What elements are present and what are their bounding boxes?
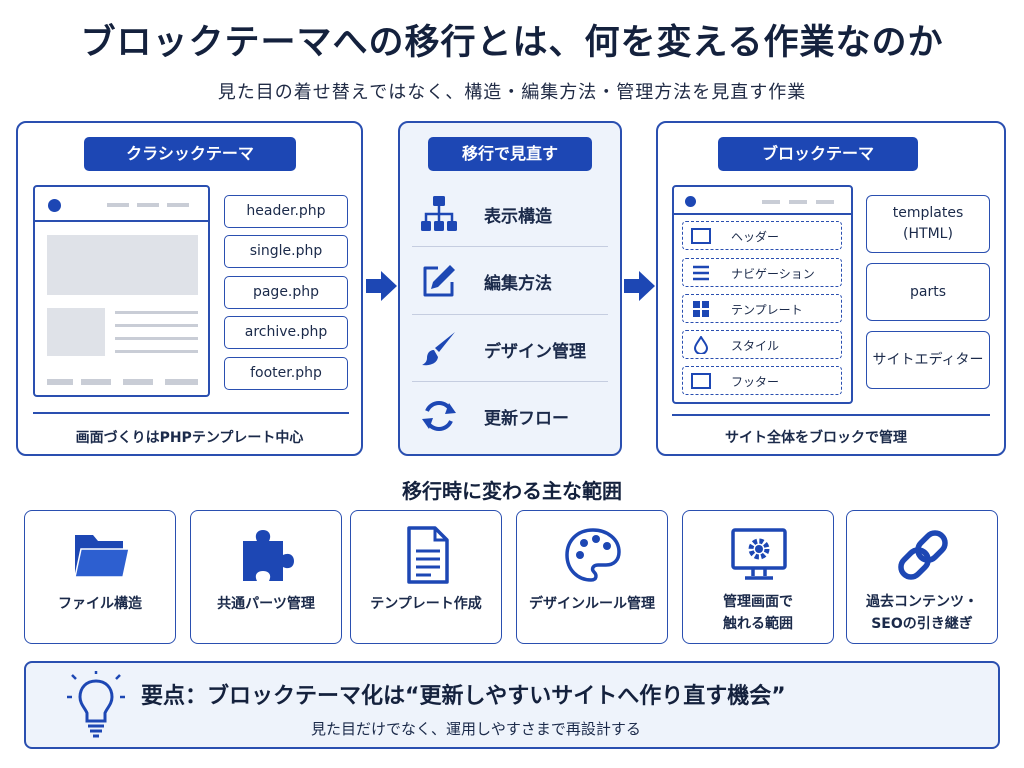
- scope-card-common-parts: 共通パーツ管理: [190, 510, 342, 644]
- edit-icon: [423, 265, 455, 297]
- file-archive-php: archive.php: [224, 316, 348, 349]
- wireframe-nav-bars: [762, 200, 840, 204]
- wireframe-nav-bars: [107, 203, 197, 207]
- scope-card-label: 管理画面で 触れる範囲: [723, 594, 793, 632]
- scope-card-label: テンプレート作成: [370, 596, 482, 612]
- block-side-templates: templates (HTML): [866, 195, 990, 253]
- classic-divider: [33, 412, 349, 414]
- scope-card-label: 共通パーツ管理: [217, 596, 315, 612]
- droplet-icon: [693, 336, 709, 354]
- link-icon: [898, 530, 948, 580]
- wireframe-divider: [35, 220, 208, 222]
- block-side-site-editor: サイトエディター: [866, 331, 990, 389]
- file-page-php: page.php: [224, 276, 348, 309]
- folder-icon: [74, 535, 130, 578]
- migration-item-label: 表示構造: [484, 207, 552, 227]
- migration-item-update-flow: 更新フロー: [412, 382, 608, 448]
- block-item-label: ナビゲーション: [731, 267, 815, 281]
- refresh-icon: [422, 401, 456, 431]
- scope-heading: 移行時に変わる主な範囲: [402, 479, 622, 503]
- block-item-template: テンプレート: [682, 294, 842, 323]
- puzzle-icon: [243, 530, 294, 581]
- grid-icon: [693, 301, 709, 317]
- classic-caption: 画面づくりはPHPテンプレート中心: [75, 430, 304, 446]
- block-caption: サイト全体をブロックで管理: [725, 430, 907, 446]
- migration-panel: [398, 121, 622, 456]
- migration-row-divider: [412, 381, 608, 382]
- file-footer-php: footer.php: [224, 357, 348, 390]
- migration-item-design: デザイン管理: [412, 315, 608, 381]
- sitemap-icon: [421, 196, 457, 231]
- scope-card-legacy-content-seo: 過去コンテンツ・ SEOの引き継ぎ: [846, 510, 998, 644]
- wireframe-divider: [674, 213, 851, 215]
- scope-card-file-structure: ファイル構造: [24, 510, 176, 644]
- wireframe-image-block: [47, 308, 105, 356]
- block-item-navigation: ナビゲーション: [682, 258, 842, 287]
- rectangle-icon: [691, 228, 711, 244]
- wireframe-dot-icon: [685, 196, 696, 207]
- scope-card-template-creation: テンプレート作成: [350, 510, 502, 644]
- migration-row-divider: [412, 314, 608, 315]
- summary-main-text: 要点：ブロックテーマ化は“更新しやすいサイトへ作り直す機会”: [141, 684, 786, 709]
- block-item-header: ヘッダー: [682, 221, 842, 250]
- page-subtitle: 見た目の着せ替えではなく、構造・編集方法・管理方法を見直す作業: [217, 82, 807, 103]
- page-title: ブロックテーマへの移行とは、何を変える作業なのか: [80, 23, 944, 63]
- scope-card-admin-screens: 管理画面で 触れる範囲: [682, 510, 834, 644]
- scope-card-label: 過去コンテンツ・ SEOの引き継ぎ: [866, 594, 978, 632]
- document-icon: [407, 526, 449, 584]
- block-theme-heading: ブロックテーマ: [718, 137, 918, 171]
- summary-sub-text: 見た目だけでなく、運用しやすさまで再設計する: [311, 720, 641, 738]
- file-header-php: header.php: [224, 195, 348, 228]
- block-item-label: ヘッダー: [731, 230, 780, 244]
- block-item-footer: フッター: [682, 366, 842, 395]
- scope-card-label: デザインルール管理: [529, 596, 655, 612]
- summary-box: 要点：ブロックテーマ化は“更新しやすいサイトへ作り直す機会” 見た目だけでなく、…: [24, 661, 1000, 749]
- palette-icon: [565, 528, 621, 582]
- wireframe-hero-block: [47, 235, 198, 295]
- menu-lines-icon: [693, 265, 709, 281]
- scope-card-label: ファイル構造: [58, 596, 142, 612]
- classic-page-wireframe: [33, 185, 210, 397]
- lightbulb-icon: [67, 671, 125, 738]
- paintbrush-icon: [422, 332, 455, 366]
- wireframe-footer-bars: [47, 379, 198, 385]
- block-item-label: テンプレート: [731, 303, 803, 317]
- wireframe-text-lines: [115, 311, 198, 353]
- migration-heading: 移行で見直す: [428, 137, 592, 171]
- block-side-parts: parts: [866, 263, 990, 321]
- classic-theme-heading: クラシックテーマ: [84, 137, 296, 171]
- arrow-right-icon: [624, 271, 655, 301]
- migration-item-label: 編集方法: [484, 274, 552, 294]
- file-single-php: single.php: [224, 235, 348, 268]
- wireframe-dot-icon: [48, 199, 61, 212]
- rectangle-icon: [691, 373, 711, 389]
- block-item-style: スタイル: [682, 330, 842, 359]
- block-item-label: フッター: [731, 375, 780, 389]
- migration-row-divider: [412, 246, 608, 247]
- scope-card-design-rules: デザインルール管理: [516, 510, 668, 644]
- migration-item-structure: 表示構造: [412, 180, 608, 246]
- monitor-gear-icon: [731, 528, 787, 580]
- arrow-right-icon: [366, 271, 397, 301]
- block-divider: [672, 414, 990, 416]
- block-item-label: スタイル: [731, 339, 780, 353]
- migration-item-label: デザイン管理: [484, 342, 586, 362]
- migration-item-editing: 編集方法: [412, 247, 608, 313]
- migration-item-label: 更新フロー: [484, 409, 569, 429]
